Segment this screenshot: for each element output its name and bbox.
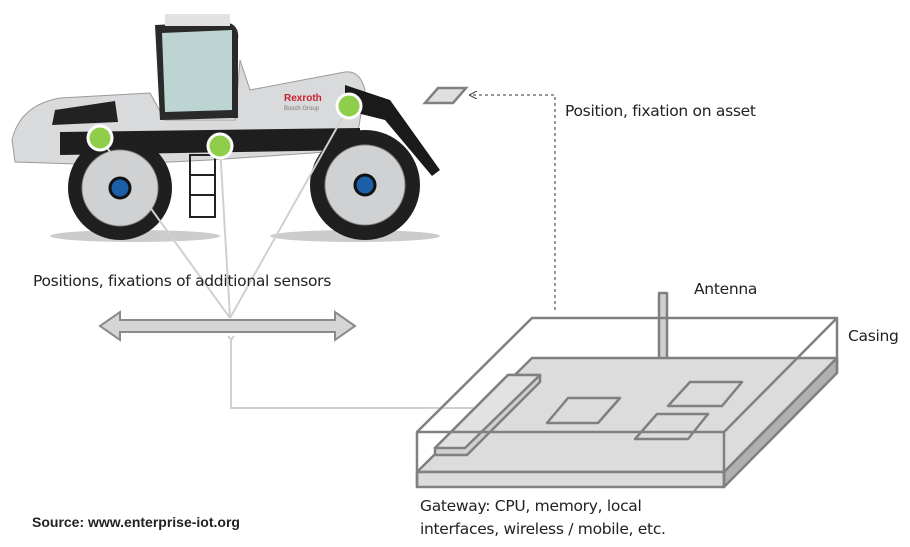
double-arrow-icon: [98, 310, 357, 342]
gateway-label-line1: Gateway: CPU, memory, local: [420, 497, 642, 515]
tractor-image: Rexroth Bosch Group: [11, 14, 440, 242]
gateway-label-line2: interfaces, wireless / mobile, etc.: [420, 520, 666, 538]
asset-position-label: Position, fixation on asset: [565, 102, 756, 120]
asset-mount-plate: [422, 86, 469, 105]
sensor-dot: [86, 124, 114, 152]
sensor-positions-label: Positions, fixations of additional senso…: [33, 272, 332, 290]
casing-label: Casing: [848, 327, 899, 345]
gateway-device: [415, 291, 839, 489]
antenna-label: Antenna: [694, 280, 758, 298]
source-caption: Source: www.enterprise-iot.org: [32, 514, 240, 530]
sensor-connector-lines: [99, 105, 473, 409]
svg-text:Bosch Group: Bosch Group: [284, 106, 320, 112]
dashed-connector: [470, 95, 556, 310]
sensor-dot: [335, 92, 363, 120]
vehicle-logo: Rexroth: [284, 93, 322, 104]
sensor-dots: [86, 92, 363, 160]
sensor-dot: [206, 132, 234, 160]
